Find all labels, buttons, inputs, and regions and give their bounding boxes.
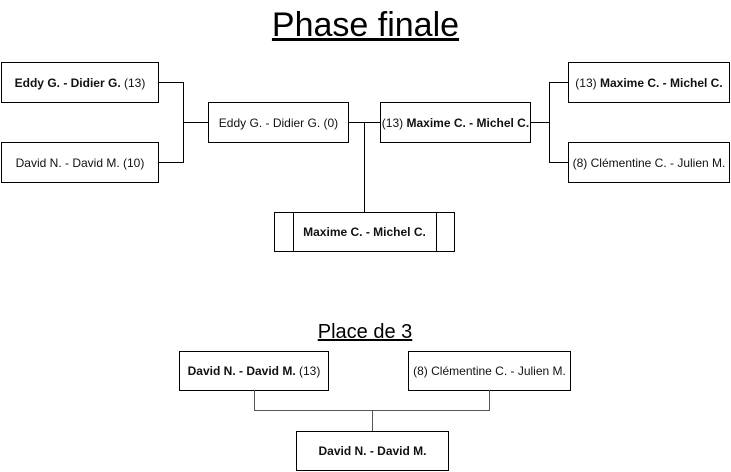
score: (13) — [124, 75, 146, 90]
divider — [436, 213, 437, 251]
match-box-third-right: (8) Clémentine C. - Julien M. — [408, 351, 571, 391]
connector — [183, 122, 209, 123]
connector — [549, 82, 550, 163]
score: (0) — [323, 115, 339, 130]
champion-box: Maxime C. - Michel C. — [274, 212, 455, 252]
score: (13) — [299, 364, 321, 378]
third-place-title: Place de 3 — [317, 321, 413, 343]
team-name: Eddy G. - Didier G. — [14, 75, 121, 90]
connector — [549, 82, 569, 83]
connector — [372, 410, 373, 431]
third-place-winner-box: David N. - David M. — [296, 431, 449, 471]
champion-name: Maxime C. - Michel C. — [303, 225, 426, 239]
score: (13) — [575, 75, 597, 90]
connector — [254, 390, 255, 411]
match-box-final-left: Eddy G. - Didier G. (0) — [208, 102, 349, 143]
match-box-semifinal-left-1: Eddy G. - Didier G. (13) — [1, 62, 159, 103]
connector — [549, 162, 569, 163]
divider — [293, 213, 294, 251]
team-name: David N. - David M. — [15, 155, 120, 170]
connector — [489, 390, 490, 411]
score: (8) — [413, 364, 428, 378]
score: (8) — [572, 155, 588, 170]
team-name: Maxime C. - Michel C. — [599, 75, 723, 90]
match-box-semifinal-left-2: David N. - David M. (10) — [1, 142, 159, 183]
team-name: Clémentine C. - Julien M. — [590, 155, 726, 170]
connector — [530, 122, 550, 123]
match-box-final-right: (13) Maxime C. - Michel C. — [380, 102, 531, 143]
match-box-semifinal-right-2: (8) Clémentine C. - Julien M. — [568, 142, 730, 183]
team-name: Eddy G. - Didier G. — [218, 115, 321, 130]
team-name: Clémentine C. - Julien M. — [431, 364, 566, 378]
connector — [158, 82, 184, 83]
score: (10) — [123, 155, 145, 170]
team-name: Maxime C. - Michel C. — [406, 115, 530, 130]
match-box-semifinal-right-1: (13) Maxime C. - Michel C. — [568, 62, 730, 103]
team-name: David N. - David M. — [187, 364, 296, 378]
match-box-third-left: David N. - David M. (13) — [179, 351, 329, 391]
score: (13) — [381, 115, 404, 130]
third-place-winner-name: David N. - David M. — [318, 444, 427, 458]
connector — [158, 162, 184, 163]
connector — [364, 122, 365, 213]
page-title: Phase finale — [271, 6, 460, 44]
